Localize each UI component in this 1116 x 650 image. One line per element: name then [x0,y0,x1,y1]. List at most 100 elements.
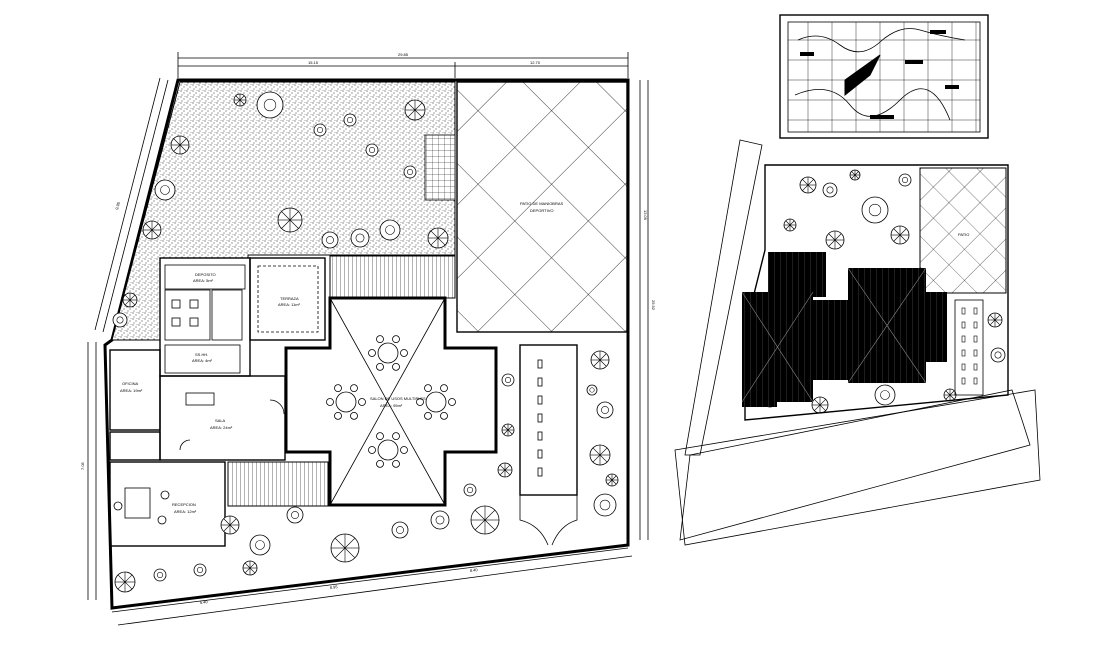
tree-icon [861,196,889,224]
chair-icon [440,411,448,420]
tree-icon [427,227,449,249]
sala-area: AREA: 24m² [210,425,233,430]
chair-icon [350,384,358,393]
tree-icon [403,165,417,179]
parking-mark [537,395,543,405]
tree-icon [154,179,176,201]
tree-icon [430,510,450,530]
patio-label: PATIO DE MANIOBRAS [520,201,564,206]
chair-icon [358,398,366,406]
tree-icon [286,506,304,524]
dim-left-a: 7.05 [80,461,85,470]
stairs-top [329,255,456,299]
tree-icon [350,228,370,248]
sala-label: SALA [215,418,226,423]
sshh2-area: AREA: 4m² [192,358,213,363]
round-table [326,384,366,420]
parking-mark [537,359,543,369]
patio-area [456,81,628,333]
left-dimension-lines: 7.05 9.95 [80,77,169,600]
tree-icon [497,462,513,478]
tree-icon [463,483,477,497]
tree-icon [605,473,619,487]
tree-icon [220,515,240,535]
location-map [779,14,989,139]
tree-icon [825,230,845,250]
tree-icon [783,218,797,232]
patio-sublabel: DEPORTIVO [530,208,554,213]
tree-icon [501,373,515,387]
parking-mark [537,413,543,423]
tree-icon [114,571,136,593]
dim-right-total: 25.92 [651,300,656,311]
recepcion-label: RECEPCION [172,502,196,507]
round-table [368,432,408,468]
tree-icon [112,312,128,328]
room-corridor [211,289,243,341]
deposito-label: DEPOSITO [195,272,216,277]
chair-icon [157,515,167,525]
roof-patio-label: PATIO [958,232,969,237]
hall-diagonals [329,297,446,506]
stairs-bottom [227,461,329,507]
dining-tables [326,335,456,468]
chair-icon [113,501,123,511]
toilet-icon [189,299,199,309]
tree-icon [404,99,426,121]
chair-icon [392,432,400,441]
oficina-label: OFICINA [122,381,139,386]
tree-icon [122,292,138,308]
chair-icon [448,398,456,406]
sofa [185,392,215,406]
room-bath [164,289,211,341]
dim-bottom-c: 8.40 [470,567,479,573]
door-swing [269,399,285,415]
tree-icon [589,444,611,466]
terraza-label: TERRAZA [280,296,299,301]
dim-right-upper: 13.09 [643,210,648,221]
tree-icon [890,225,910,245]
dim-bottom-a: 5.40 [200,599,209,605]
tree-icon [501,423,515,437]
tree-icon [470,505,500,535]
tree-icon [153,568,167,582]
tree-icon [277,207,303,233]
tree-icon [990,347,1006,363]
tree-icon [874,384,896,406]
chair-icon [376,362,384,371]
dim-left-b: 9.95 [114,201,121,211]
round-table [368,335,408,371]
tree-icon [822,182,838,198]
tree-icon [849,169,861,181]
tree-icon [193,563,207,577]
tree-icon [249,534,271,556]
tree-icon [313,123,327,137]
room-hall-left [109,431,161,461]
toilet-icon [189,317,199,327]
dim-bottom-b: 8.95 [330,584,339,590]
chair-icon [376,432,384,441]
parking-mark [537,449,543,459]
tree-icon [943,388,957,402]
chair-icon [326,398,334,406]
parking-mark [537,467,543,477]
chair-icon [392,459,400,468]
chair-icon [334,411,342,420]
tree-icon [233,93,247,107]
door-swing [179,439,191,451]
tile-panel [424,134,456,201]
hall-area: AREA: 95m² [380,403,403,408]
tree-icon [321,231,339,249]
chair-icon [424,411,432,420]
sshh2-label: SS.HH. [195,352,208,357]
chair-icon [368,446,376,454]
deposito-area: AREA: 5m² [193,278,214,283]
dim-top-right: 12.70 [530,60,541,65]
room-deposito [164,264,246,290]
tree-icon [170,135,190,155]
parking-mark [537,431,543,441]
chair-icon [392,362,400,371]
toilet-icon [171,317,181,327]
